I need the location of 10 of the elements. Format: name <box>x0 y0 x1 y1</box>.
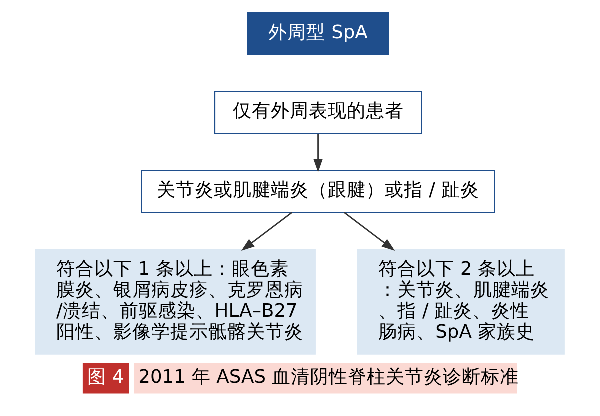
node-box: 关节炎或肌腱端炎（跟腱）或指 / 趾炎 <box>141 170 496 214</box>
caption: 2011 年 ASAS 血清阴性脊柱关节炎诊断标准 <box>138 367 519 388</box>
arrow <box>241 212 293 251</box>
node-box: 外周型 SpA <box>247 12 390 56</box>
arrow <box>314 134 323 172</box>
node-box: 符合以下 2 条以上：关节炎、肌腱端炎、指 / 趾炎、炎性肠病、SpA 家族史 <box>357 249 565 355</box>
node-box: 符合以下 1 条以上：眼色素膜炎、银屑病皮疹、克罗恩病/溃结、前驱感染、HLA–B27阳性、影像学提示骶髂关节炎 <box>35 249 316 355</box>
label: 图 4 <box>88 367 124 388</box>
node-box: 仅有外周表现的患者 <box>214 91 422 134</box>
arrow <box>344 212 396 251</box>
